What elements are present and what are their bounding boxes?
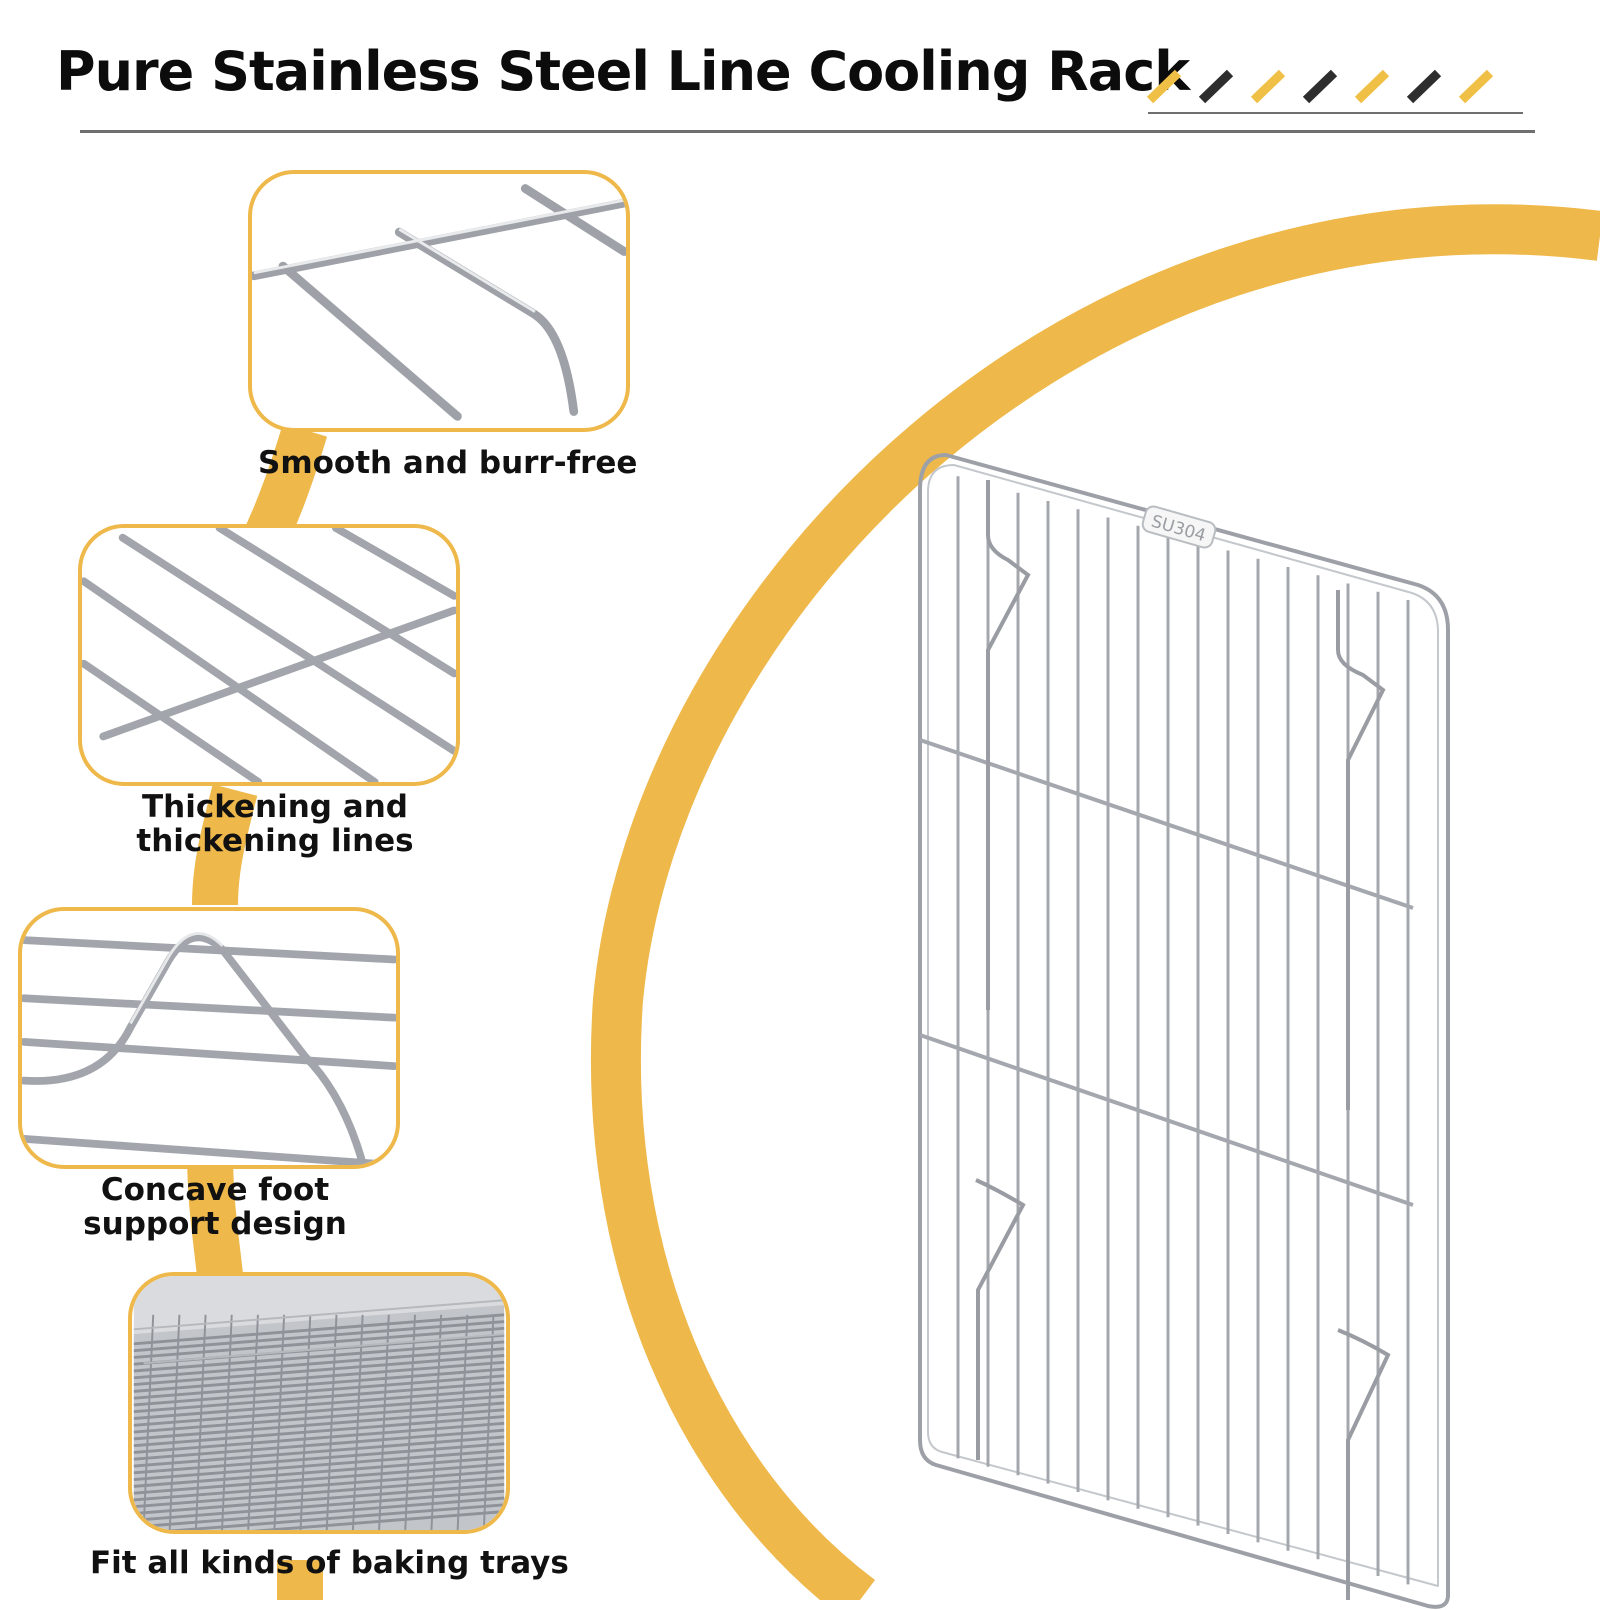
feature-caption-concave: Concave foot support design bbox=[30, 1173, 400, 1241]
feature-caption-trays: Fit all kinds of baking trays bbox=[90, 1545, 569, 1581]
tray-wire bbox=[133, 1415, 505, 1448]
tray-wire bbox=[133, 1476, 505, 1509]
wire-corner-closeup-icon bbox=[252, 184, 626, 421]
header-rule bbox=[80, 130, 1535, 133]
tray-wire bbox=[133, 1394, 505, 1427]
feature-image-baking-tray bbox=[128, 1272, 510, 1534]
tray-wire bbox=[133, 1313, 505, 1346]
feature-caption-thickening: Thickening and thickening lines bbox=[90, 790, 460, 858]
tray-wire bbox=[133, 1401, 505, 1434]
tray-wire bbox=[456, 1314, 469, 1530]
rack-cross-bar bbox=[919, 738, 1414, 910]
tray-wire bbox=[133, 1381, 505, 1414]
tray-wire bbox=[142, 1314, 155, 1530]
tray-wire bbox=[133, 1326, 505, 1359]
tray-wire bbox=[378, 1314, 390, 1530]
feature-image-concave-foot bbox=[18, 907, 400, 1169]
tray-wire bbox=[133, 1374, 505, 1407]
wire-grid-closeup-icon bbox=[82, 528, 456, 782]
tray-wire bbox=[133, 1408, 505, 1441]
feature-caption-smooth: Smooth and burr-free bbox=[258, 445, 638, 481]
tray-wire bbox=[194, 1314, 207, 1530]
feature-caption-line: support design bbox=[83, 1206, 347, 1242]
tray-wire bbox=[351, 1314, 364, 1530]
material-stamp bbox=[1141, 505, 1217, 549]
tray-wire bbox=[133, 1455, 505, 1488]
tray-wire bbox=[133, 1482, 505, 1515]
rack-cross-bar bbox=[919, 1033, 1414, 1207]
tray-wire bbox=[221, 1314, 233, 1530]
tray-wire bbox=[482, 1314, 495, 1530]
tray-wire bbox=[133, 1469, 505, 1502]
tray-wire bbox=[251, 1510, 505, 1530]
tray-wire bbox=[168, 1314, 181, 1530]
tray-wire bbox=[133, 1449, 505, 1482]
tray-wire bbox=[133, 1421, 505, 1454]
tray-wire bbox=[133, 1442, 505, 1475]
cooling-rack-product-image: SU304 bbox=[918, 453, 1450, 1609]
tray-wire bbox=[133, 1360, 505, 1393]
feature-image-thick-lines bbox=[78, 524, 460, 786]
tray-wire bbox=[133, 1387, 505, 1420]
page-title: Pure Stainless Steel Line Cooling Rack bbox=[56, 40, 1190, 103]
tray-wire bbox=[273, 1314, 286, 1530]
rack-on-tray-closeup-icon bbox=[133, 1276, 505, 1530]
feature-image-smooth-edge bbox=[248, 170, 630, 432]
tray-wire bbox=[325, 1314, 338, 1530]
feature-caption-line: Thickening and bbox=[142, 789, 408, 825]
stripe-decoration bbox=[1146, 69, 1494, 104]
tray-wire bbox=[133, 1428, 505, 1461]
header-rule-upper bbox=[1148, 112, 1523, 114]
tray-wire bbox=[247, 1314, 259, 1530]
tray-wire bbox=[133, 1320, 505, 1353]
feature-caption-line: thickening lines bbox=[136, 823, 414, 859]
tray-wire bbox=[430, 1314, 443, 1530]
tray-wire bbox=[133, 1462, 505, 1495]
tray-wire bbox=[133, 1489, 505, 1522]
wire-foot-closeup-icon bbox=[22, 932, 396, 1165]
tray-wire bbox=[133, 1367, 505, 1400]
feature-caption-line: Concave foot bbox=[100, 1172, 330, 1208]
tray-wire bbox=[133, 1340, 505, 1373]
tray-wire bbox=[133, 1435, 505, 1468]
tray-wire bbox=[133, 1347, 505, 1380]
tray-wire bbox=[133, 1354, 505, 1387]
tray-wire bbox=[404, 1314, 416, 1530]
